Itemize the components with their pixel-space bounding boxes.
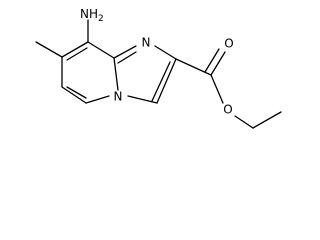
bond-n4-c8a xyxy=(113,57,119,91)
bond-carbonyl-ester-o xyxy=(210,74,224,104)
amine-h-symbol: H xyxy=(89,7,98,21)
amine-h-subscript: 2 xyxy=(98,14,104,24)
bond-ch2-ch3 xyxy=(252,111,282,129)
pyridine-ring xyxy=(61,41,119,104)
bond-c8a-c8 xyxy=(87,41,115,59)
double-bond-c8a-n1 xyxy=(117,51,137,64)
bond-c7-methyl xyxy=(35,41,63,58)
double-bond-c8-c7 xyxy=(66,47,88,61)
bond-c8a-n1 xyxy=(113,45,137,59)
carbonyl-oxygen-label: O xyxy=(224,37,233,51)
double-bond-c6-c5 xyxy=(66,86,87,99)
ester-oxygen-label: O xyxy=(223,103,232,117)
ring-nitrogen-2-label: N xyxy=(114,90,123,104)
ring-nitrogen-1-label: N xyxy=(142,36,151,50)
bond-c2-c3 xyxy=(156,58,177,104)
ethyl-ester-group xyxy=(175,48,282,129)
bond-c5-n4 xyxy=(85,95,110,104)
bond-carbonyl-o xyxy=(210,51,226,76)
amine-nitrogen-label: NH2 xyxy=(80,7,104,24)
imidazole-ring xyxy=(113,45,177,104)
bond-n1-c2 xyxy=(154,45,177,60)
amine-n-symbol: N xyxy=(80,7,89,21)
bond-c6-c5 xyxy=(61,86,87,104)
bond-ester-o-ch2 xyxy=(234,115,254,129)
bond-c2-carbonyl xyxy=(175,58,212,76)
chemical-structure-diagram: NH2 N N O O xyxy=(35,7,282,129)
bond-c3-n4 xyxy=(127,95,158,104)
bond-c8-c7 xyxy=(61,41,89,58)
double-bond-carbonyl-o xyxy=(204,48,220,73)
double-bond-c2-c3 xyxy=(151,61,171,102)
